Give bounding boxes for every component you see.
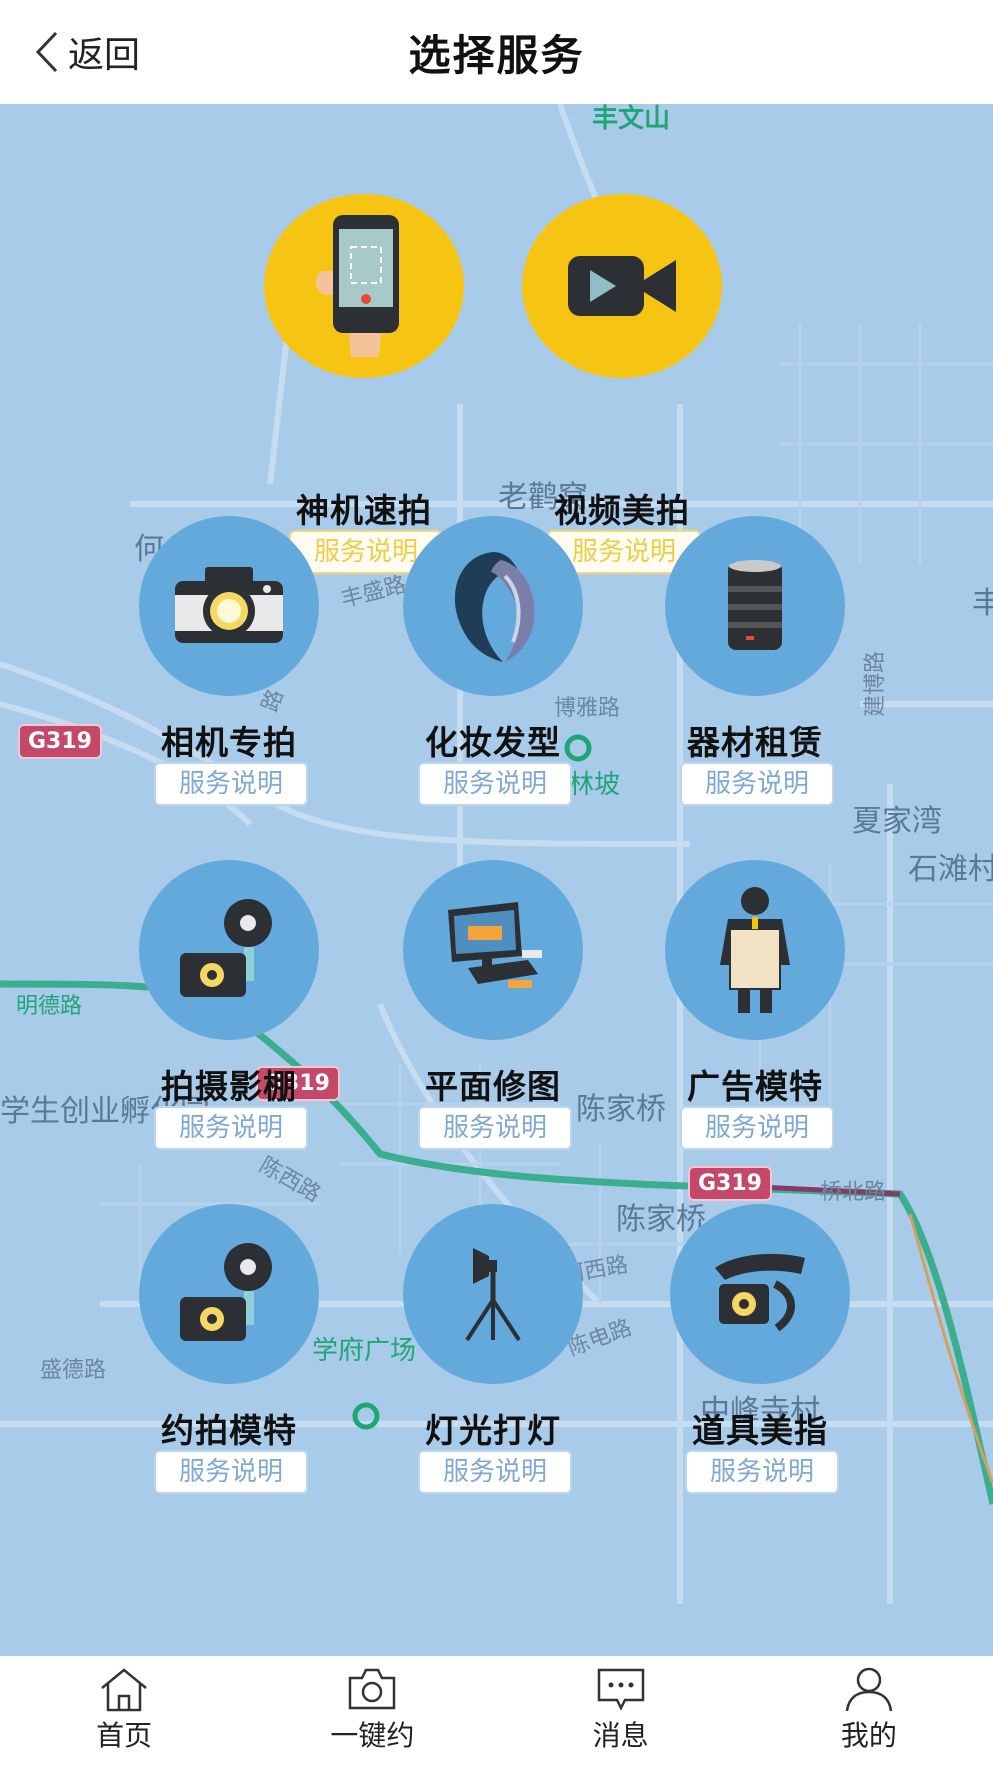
route-badge: G319 <box>18 724 102 759</box>
service-name: 广告模特 <box>687 1067 823 1106</box>
route-badge: G319 <box>688 1166 772 1201</box>
phone-camera-icon <box>315 215 399 357</box>
tab-label: 消息 <box>592 1719 649 1752</box>
service-item: 视频美拍 服务说明 <box>522 194 722 574</box>
service-description-button[interactable]: 服务说明 <box>418 1106 572 1150</box>
route-badge: G319 <box>256 1066 340 1101</box>
service-name: 平面修图 <box>425 1067 561 1106</box>
service-icon-button[interactable] <box>665 516 845 696</box>
tripod-light-icon <box>465 1248 521 1342</box>
camera-outline-icon <box>349 1668 396 1710</box>
service-item: 化妆发型 服务说明 <box>393 516 593 806</box>
map-label: 博雅路 <box>554 696 621 721</box>
map-label: 陈家桥 <box>616 1202 706 1237</box>
service-description-button[interactable]: 服务说明 <box>154 762 308 806</box>
service-item: 相机专拍 服务说明 <box>129 516 329 806</box>
tab-messages[interactable]: 消息 <box>497 1656 745 1766</box>
service-name: 道具美指 <box>692 1411 828 1450</box>
service-icon-button[interactable] <box>403 860 583 1040</box>
service-icon-button[interactable] <box>403 516 583 696</box>
service-icon-button[interactable] <box>522 194 722 378</box>
map-label: 石滩村 <box>908 852 993 887</box>
hairstyle-icon <box>454 552 535 662</box>
service-description-button[interactable]: 服务说明 <box>685 1450 839 1494</box>
studio-camera-icon <box>180 1243 272 1341</box>
service-description-button[interactable]: 服务说明 <box>154 1450 308 1494</box>
service-name: 化妆发型 <box>425 723 561 762</box>
map-label: 明德路 <box>16 994 83 1019</box>
service-item: 约拍模特 服务说明 <box>129 1204 329 1494</box>
home-icon <box>101 1668 147 1712</box>
map-label: 桥北路 <box>820 1180 887 1205</box>
user-icon <box>845 1667 893 1712</box>
map-label: 建博路 <box>863 650 889 718</box>
back-button[interactable]: 返回 <box>34 24 140 80</box>
tab-book[interactable]: 一键约 <box>248 1656 496 1766</box>
service-item: 道具美指 服务说明 <box>660 1204 860 1494</box>
service-description-button[interactable]: 服务说明 <box>680 762 834 806</box>
camera-icon <box>175 567 283 643</box>
service-name: 神机速拍 <box>296 491 432 530</box>
service-description-button[interactable]: 服务说明 <box>154 1106 308 1150</box>
service-icon-button[interactable] <box>665 860 845 1040</box>
service-name: 灯光打灯 <box>425 1411 561 1450</box>
camera-prop-icon <box>715 1253 805 1332</box>
service-name: 视频美拍 <box>554 491 690 530</box>
map-label: 夏家湾 <box>852 804 942 839</box>
service-icon-button[interactable] <box>403 1204 583 1384</box>
chevron-left-icon <box>35 31 58 73</box>
map-label: 盛德路 <box>40 1358 107 1383</box>
lens-icon <box>728 560 782 650</box>
map-label: 陈家桥 <box>576 1092 666 1127</box>
service-item: 神机速拍 服务说明 <box>264 194 464 574</box>
service-icon-button[interactable] <box>264 194 464 378</box>
bottom-tab-bar: 首页 一键约 消息 我的 <box>0 1656 993 1766</box>
service-item: 器材租赁 服务说明 <box>655 516 855 806</box>
map-background[interactable]: 丰文山 老鹳窝 何 丰盛路 路 博雅路 林坡 建博路 夏家湾 石滩村 明德路 学… <box>0 104 993 1656</box>
tab-label: 首页 <box>96 1719 153 1752</box>
tab-label: 我的 <box>840 1719 897 1752</box>
map-label: 林坡 <box>568 770 621 800</box>
service-name: 约拍模特 <box>161 1411 297 1450</box>
video-camera-icon <box>568 256 676 316</box>
tab-mine[interactable]: 我的 <box>745 1656 993 1766</box>
message-icon <box>597 1668 644 1711</box>
service-description-button[interactable]: 服务说明 <box>680 1106 834 1150</box>
service-item: 广告模特 服务说明 <box>655 860 855 1150</box>
computer-icon <box>448 902 542 988</box>
service-icon-button[interactable] <box>139 516 319 696</box>
service-item: 平面修图 服务说明 <box>393 860 593 1150</box>
service-description-button[interactable]: 服务说明 <box>418 762 572 806</box>
service-icon-button[interactable] <box>139 1204 319 1384</box>
map-label: 丰 <box>972 586 993 621</box>
map-label: 中峰寺村 <box>700 1394 820 1429</box>
tab-label: 一键约 <box>330 1719 415 1752</box>
park-marker-icon <box>564 734 592 762</box>
tab-home[interactable]: 首页 <box>0 1656 248 1766</box>
park-marker-icon <box>352 1402 380 1430</box>
service-icon-button[interactable] <box>670 1204 850 1384</box>
map-label: 学府广场 <box>312 1336 417 1366</box>
map-label: 老鹳窝 <box>498 480 588 515</box>
back-label: 返回 <box>68 35 141 76</box>
studio-camera-icon <box>180 899 272 997</box>
nav-header: 返回 选择服务 <box>0 0 993 104</box>
model-sign-icon <box>720 887 790 1013</box>
page-title: 选择服务 <box>408 31 585 80</box>
service-icon-button[interactable] <box>139 860 319 1040</box>
service-name: 器材租赁 <box>687 723 823 762</box>
service-item: 拍摄影棚 服务说明 <box>129 860 329 1150</box>
service-name: 相机专拍 <box>161 723 297 762</box>
service-name: 拍摄影棚 <box>161 1067 297 1106</box>
service-description-button[interactable]: 服务说明 <box>418 1450 572 1494</box>
map-label: 丰文山 <box>592 104 671 134</box>
service-item: 灯光打灯 服务说明 <box>393 1204 593 1494</box>
